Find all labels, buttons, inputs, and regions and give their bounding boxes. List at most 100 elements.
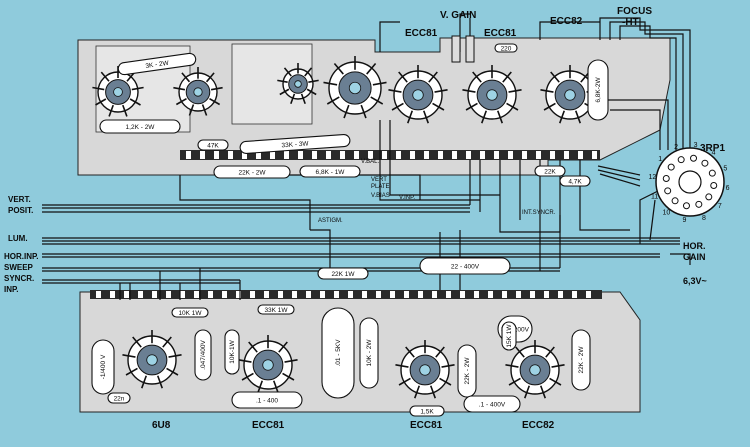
tube-label-top-ecc81-b: ECC81 <box>484 28 517 39</box>
socket-pin <box>388 89 402 93</box>
component-c-22-400v: 22 - 400V <box>419 257 511 275</box>
socket-pin <box>508 89 522 93</box>
socket-pin <box>508 377 521 386</box>
rp1-pin <box>695 200 703 208</box>
component-r-220: 220 <box>494 43 518 53</box>
component-r-1-5k: 1,5K <box>409 405 445 417</box>
terminal-lug <box>214 151 219 159</box>
left-input-label: SWEEP <box>4 263 34 272</box>
socket-pin <box>279 88 290 96</box>
component-r-10k-1w: 10K 1W <box>171 307 209 318</box>
rp1-label: 3RP1 <box>700 143 725 154</box>
tube-socket-center <box>412 89 424 101</box>
rp1-pin <box>664 187 672 195</box>
hor-gain-label-2: GAIN <box>683 252 706 262</box>
socket-pin <box>256 380 264 394</box>
component-label: -1/400 V <box>100 354 107 379</box>
socket-pin <box>248 341 258 353</box>
terminal-lug <box>334 291 339 298</box>
component-label: 22K 1W <box>331 271 355 278</box>
component-label: 4,7K <box>568 178 582 185</box>
terminal-lug <box>432 291 437 298</box>
tube-socket-center <box>262 359 274 371</box>
socket-pin <box>205 72 215 83</box>
component-r-6-8k-2w: 6,8K-2W <box>587 59 609 121</box>
socket-pin <box>413 385 421 399</box>
socket-pin <box>523 385 531 399</box>
terminal-lug <box>396 151 401 159</box>
terminal-lug <box>488 291 493 298</box>
rp1-pin <box>705 193 713 201</box>
terminal-lug <box>466 151 471 159</box>
component-r-6-8k-1w: 6,8K - 1W <box>299 165 361 178</box>
socket-pin <box>549 377 562 386</box>
terminal-lug <box>592 151 597 159</box>
rp1-pin-number: 12 <box>649 174 657 181</box>
socket-pin <box>543 102 556 111</box>
rp1-pin <box>682 202 690 210</box>
hor-gain-label-1: HOR. <box>683 241 706 251</box>
rp1-pin-number: 2 <box>674 144 678 151</box>
rp1-pin-number: 1 <box>658 156 662 163</box>
left-input-label: LUM. <box>8 234 28 243</box>
socket-pin <box>308 79 319 83</box>
socket-pin <box>441 364 455 368</box>
component-label: 1,2K - 2W <box>126 124 156 131</box>
component-label: .1 - 400 <box>256 397 278 404</box>
tube-socket-center <box>419 364 431 376</box>
v-inp-label: V.INP. <box>399 195 415 201</box>
socket-pin <box>290 93 296 105</box>
component-r-33k-3w: 33K - 3W <box>239 134 351 154</box>
socket-pin <box>405 346 415 358</box>
terminal-lug <box>494 151 499 159</box>
component-label: 33K 1W <box>264 307 288 314</box>
left-input-label: VERT. <box>8 195 31 204</box>
socket-pin <box>210 86 223 91</box>
v-gain-label: V. GAIN <box>440 10 476 21</box>
v-gain-pot <box>451 35 475 63</box>
rp1-pin-number: 11 <box>651 193 658 200</box>
socket-pin <box>125 367 138 376</box>
terminal-lug <box>438 151 443 159</box>
focus-label: FOCUS <box>617 6 652 17</box>
socket-pin <box>162 336 172 348</box>
component-c-1-400: .1 - 400 <box>231 391 303 409</box>
left-input-label: HOR.INP. <box>4 252 39 261</box>
rp1-pin-number: 7 <box>718 203 722 210</box>
socket-pin <box>472 71 482 83</box>
terminal-lug <box>110 291 115 298</box>
component-r-10k-1w-b: 10K-1W <box>224 329 240 375</box>
socket-pin <box>333 62 344 75</box>
socket-pin <box>398 71 408 83</box>
terminal-lug <box>508 151 513 159</box>
terminal-lug <box>354 151 359 159</box>
terminal-lug <box>96 291 101 298</box>
component-c-1-400v: -1/400 V <box>91 339 115 395</box>
socket-pin <box>429 385 437 399</box>
terminal-lug <box>326 151 331 159</box>
socket-pin <box>168 354 182 358</box>
socket-pin <box>370 96 384 105</box>
tube-socket-center <box>486 89 498 101</box>
terminal-lug <box>348 291 353 298</box>
socket-pin <box>92 86 105 91</box>
socket-pin <box>188 104 195 116</box>
terminal-lug <box>578 151 583 159</box>
terminal-lug <box>516 291 521 298</box>
socket-pin <box>360 104 367 119</box>
socket-pin <box>545 346 555 358</box>
socket-pin <box>156 375 164 389</box>
socket-pin <box>108 104 114 117</box>
component-label: 6,8K - 1W <box>316 169 346 176</box>
rp1-pin <box>671 197 679 205</box>
socket-pin <box>304 67 313 77</box>
component-label: 47K <box>207 142 219 149</box>
rp1-pin-number: 9 <box>682 217 686 224</box>
socket-pin <box>132 336 142 348</box>
terminal-lug <box>368 151 373 159</box>
socket-pin <box>540 89 554 93</box>
rp1-pin <box>701 159 709 167</box>
terminal-lug <box>250 291 255 298</box>
tube-label-bottom-ecc82: ECC82 <box>522 420 555 431</box>
